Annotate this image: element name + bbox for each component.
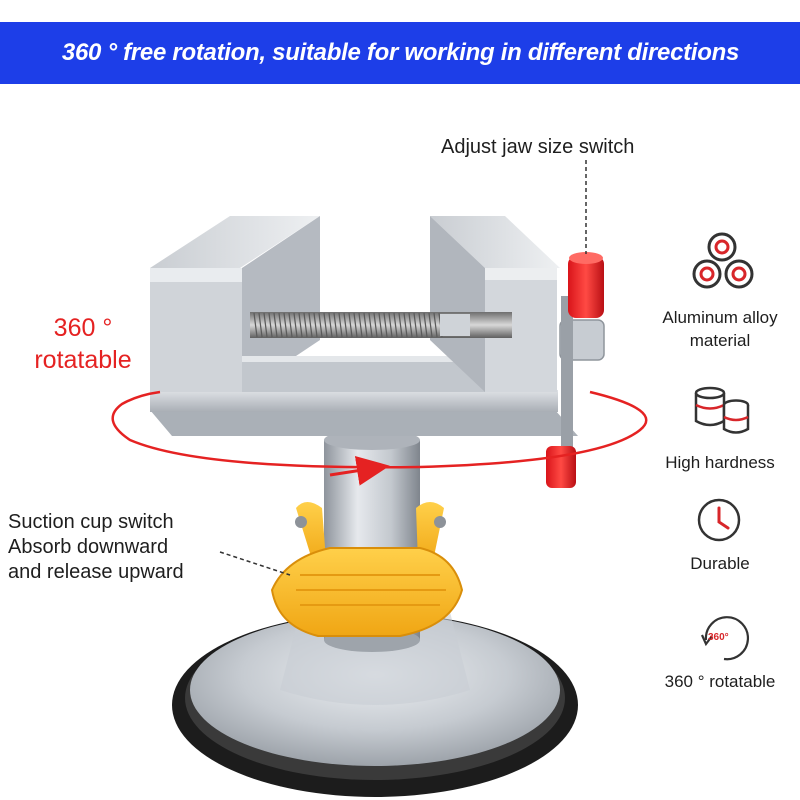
banner-title: 360 ° free rotation, suitable for workin… (61, 39, 739, 66)
screw-thread (343, 312, 348, 338)
screw-thread (288, 312, 293, 338)
feature-aluminum-line1: Aluminum alloy (662, 308, 778, 327)
screw-thread (353, 312, 358, 338)
stacked-cylinders-icon (694, 386, 750, 434)
suction-label-line3: and release upward (8, 560, 184, 583)
screw-thread (428, 312, 433, 338)
suction-switch-label: Suction cup switch Absorb downward and r… (8, 510, 184, 584)
screw-thread (408, 312, 413, 338)
header-banner: 360 ° free rotation, suitable for workin… (0, 22, 800, 84)
screw-thread (393, 312, 398, 338)
screw-thread (313, 312, 318, 338)
rotation-360-icon: 360° (700, 616, 749, 661)
callout-lines (219, 160, 587, 576)
screw-thread (388, 312, 393, 338)
screw-thread (293, 312, 298, 338)
suction-label-line1: Suction cup switch (8, 511, 174, 533)
screw-thread (433, 312, 438, 338)
screw-thread (413, 312, 418, 338)
screw-thread (263, 312, 268, 338)
rotatable-label: 360 ° rotatable (8, 313, 158, 376)
screw-thread (323, 312, 328, 338)
screw-thread (348, 312, 353, 338)
screw-thread (383, 312, 388, 338)
jaw-size-switch-label: Adjust jaw size switch (441, 136, 635, 158)
screw-thread (328, 312, 333, 338)
feature-durable-label: Durable (690, 554, 750, 573)
screw-thread (338, 312, 343, 338)
screw-thread (403, 312, 408, 338)
screw-thread (398, 312, 403, 338)
screw-thread (423, 312, 428, 338)
screw-thread (333, 312, 338, 338)
svg-text:360°: 360° (708, 632, 729, 643)
feature-hardness-label: High hardness (665, 453, 775, 472)
screw-thread (368, 312, 373, 338)
screw-thread (418, 312, 423, 338)
clock-icon (697, 498, 741, 542)
adjust-handle (546, 252, 605, 488)
aluminum-rods-icon (692, 232, 754, 289)
screw-thread (363, 312, 368, 338)
suction-cup-switch (270, 502, 464, 637)
screw-thread (253, 312, 258, 338)
screw-thread (378, 312, 383, 338)
vise-body (150, 216, 578, 436)
screw-thread (358, 312, 363, 338)
feature-aluminum-line2: material (689, 331, 751, 351)
screw-thread (258, 312, 263, 338)
screw-thread (318, 312, 323, 338)
suction-label-line2: Absorb downward (8, 535, 169, 558)
screw-thread (373, 312, 378, 338)
bench-vise-illustration: 360° (111, 160, 754, 797)
screw-thread (298, 312, 303, 338)
feature-aluminum-label: Aluminum alloy material (640, 306, 800, 352)
screw-thread (268, 312, 273, 338)
rotation-indicator (111, 390, 648, 486)
screw-thread (283, 312, 288, 338)
feature-rotatable-label: 360 ° rotatable (664, 672, 776, 691)
screw-thread (273, 312, 278, 338)
screw-thread (303, 312, 308, 338)
screw-thread (278, 312, 283, 338)
lead-screw (250, 312, 512, 338)
screw-thread (308, 312, 313, 338)
rotatable-label-line1: 360 ° (53, 314, 113, 342)
rotatable-label-line2: rotatable (34, 345, 132, 374)
